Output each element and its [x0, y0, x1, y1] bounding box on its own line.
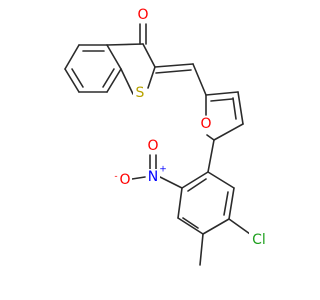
- bond: [205, 91, 239, 96]
- bond: [154, 63, 194, 68]
- chlorine-label: Cl: [252, 232, 266, 248]
- bond: [147, 66, 156, 89]
- bond: [142, 43, 156, 68]
- nitro-nitrogen-charge: +: [159, 165, 167, 175]
- nitro-oxygen-single-label: O: [119, 172, 130, 188]
- bond: [177, 217, 204, 235]
- bond: [202, 218, 230, 235]
- bond: [120, 68, 134, 95]
- bond: [64, 44, 80, 70]
- bond: [155, 69, 192, 74]
- nitro-oxygen-charge: -: [114, 172, 117, 182]
- atom-labels: O S O N + O O - Cl: [114, 7, 269, 248]
- molecule-structure-diagram: O S O N + O O - Cl: [64, 7, 269, 266]
- bond: [199, 233, 204, 266]
- carbonyl-oxygen-label: O: [137, 7, 148, 23]
- bond: [206, 134, 215, 141]
- bond: [207, 171, 235, 189]
- bond: [232, 97, 237, 120]
- nitro-oxygen-double-label: O: [147, 138, 158, 154]
- bond: [106, 43, 144, 46]
- bond: [223, 191, 229, 216]
- bond: [210, 98, 233, 102]
- bond: [192, 63, 207, 96]
- bond: [228, 218, 251, 235]
- bond-lines: [64, 23, 251, 266]
- bond: [71, 68, 84, 88]
- sulfur-label: S: [136, 85, 145, 101]
- bond: [228, 187, 235, 220]
- furan-oxygen-label: O: [200, 116, 211, 132]
- bond: [64, 68, 80, 93]
- bond: [207, 139, 215, 173]
- bond: [106, 44, 122, 70]
- bond: [187, 178, 207, 192]
- bond: [106, 68, 122, 93]
- bond: [237, 91, 244, 125]
- nitro-nitrogen-label: N: [148, 169, 158, 185]
- bond: [182, 217, 199, 229]
- bond: [181, 171, 209, 189]
- bond: [102, 68, 115, 88]
- bond: [159, 176, 183, 189]
- bond: [131, 176, 146, 180]
- bond: [213, 123, 244, 141]
- bond: [177, 187, 183, 219]
